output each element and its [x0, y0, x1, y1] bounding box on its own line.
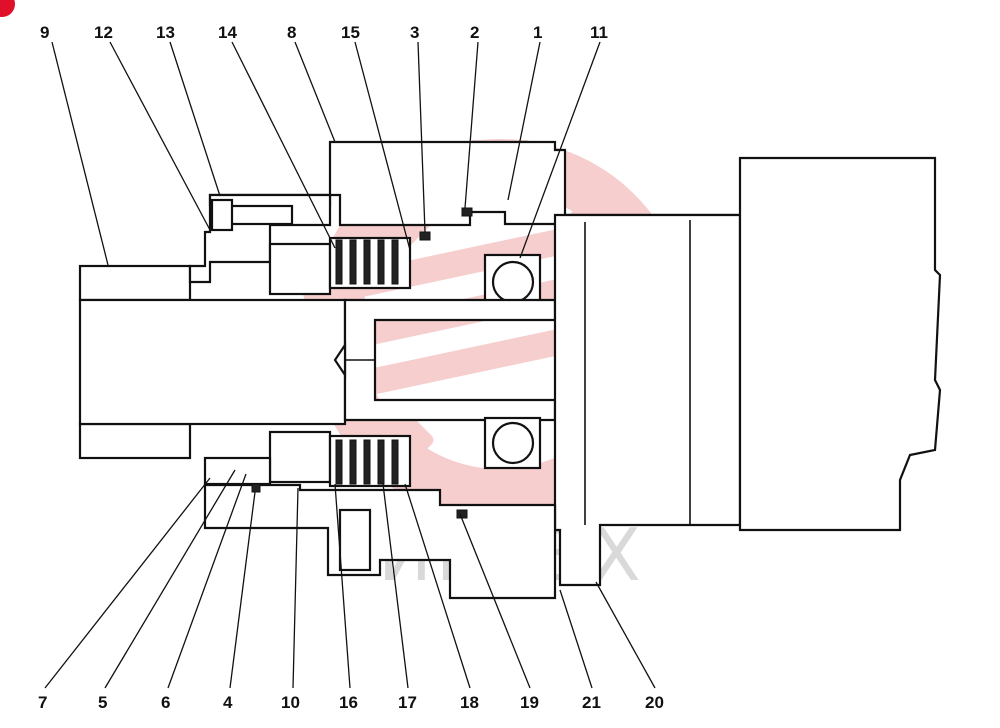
labels-top: 9 12 13 14 8 15 3 2 1 11 [40, 23, 608, 42]
part-label: 15 [341, 23, 360, 42]
part-11-bearing-ball [491, 260, 535, 304]
part-4-ring [251, 483, 261, 493]
leader-lines [44, 41, 656, 689]
part-label: 5 [98, 693, 107, 712]
part-label: 10 [281, 693, 300, 712]
part-3-ring [419, 231, 431, 241]
part-label: 4 [223, 693, 233, 712]
motor-body [738, 156, 942, 532]
corner-badge [0, 0, 15, 17]
part-label: 21 [582, 693, 601, 712]
part-label: 6 [161, 693, 170, 712]
lower-piston [268, 430, 332, 484]
part-label: 7 [38, 693, 47, 712]
part-label: 8 [287, 23, 296, 42]
part-label: 14 [218, 23, 237, 42]
part-20-flange [553, 213, 742, 587]
lower-retainer [203, 456, 272, 486]
lower-springs [335, 439, 399, 485]
part-label: 2 [470, 23, 479, 42]
part-label: 20 [645, 693, 664, 712]
part-label: 9 [40, 23, 49, 42]
part-21-bolt [338, 508, 372, 572]
part-label: 17 [398, 693, 417, 712]
part-9-flange [78, 264, 192, 302]
part-label: 18 [460, 693, 479, 712]
part-label: 3 [410, 23, 419, 42]
lower-bearing-ball [491, 421, 535, 465]
input-shaft-body [78, 298, 347, 426]
part-13-bolt [228, 204, 294, 226]
part-14-piston [268, 242, 332, 296]
part-label: 11 [590, 23, 608, 42]
labels-bottom: 7 5 6 4 10 16 17 18 19 21 20 [38, 693, 664, 712]
part-label: 12 [94, 23, 113, 42]
part-2-ring [461, 207, 473, 217]
part-label: 13 [156, 23, 175, 42]
part-label: 1 [533, 23, 542, 42]
part-label: 19 [520, 693, 539, 712]
upper-springs [335, 239, 399, 285]
part-13-bolt-head [210, 198, 234, 232]
part-label: 16 [339, 693, 358, 712]
part-9-flange-lower [78, 422, 192, 460]
part-19-ring [456, 509, 468, 519]
pump-assembly [78, 140, 942, 600]
